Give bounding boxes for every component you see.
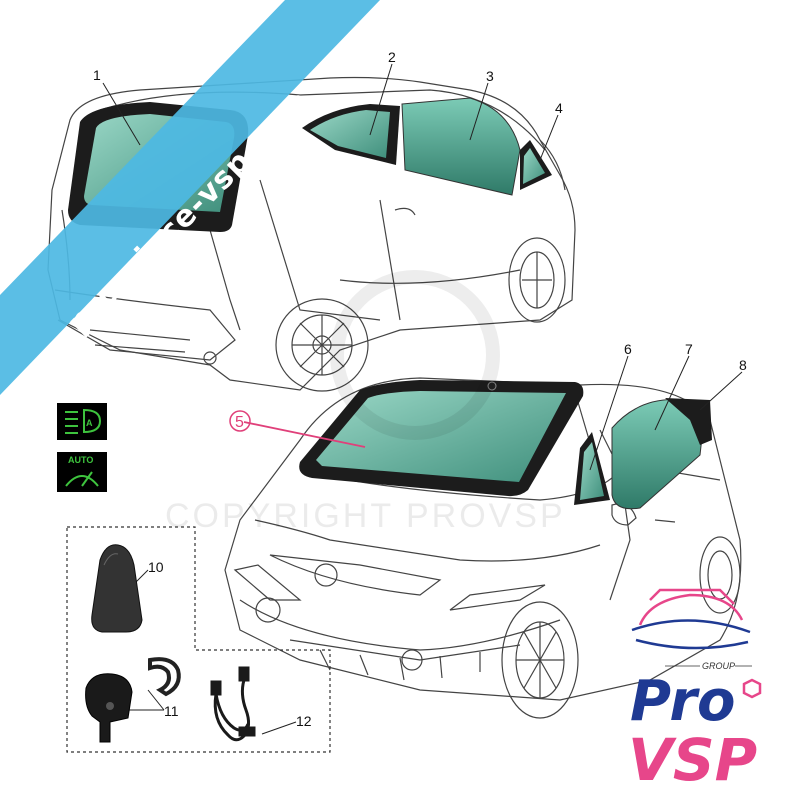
callout-11: 11 bbox=[164, 703, 179, 719]
callout-5: 5 bbox=[235, 414, 244, 431]
car-outline-logo-icon bbox=[631, 588, 751, 650]
callout-1: 1 bbox=[93, 67, 101, 83]
rear-car-drawing bbox=[47, 76, 576, 392]
accessory-parts-box bbox=[66, 526, 331, 753]
auto-headlight-icon: A bbox=[57, 403, 107, 440]
copyright-watermark: COPYRIGHT PROVSP bbox=[165, 270, 566, 535]
provsp-logo: GROUP Pro VSP bbox=[628, 588, 762, 794]
rain-sensor-11[interactable] bbox=[85, 657, 181, 743]
svg-text:A: A bbox=[86, 418, 93, 428]
copyright-text: COPYRIGHT PROVSP bbox=[165, 497, 566, 535]
callout-4: 4 bbox=[555, 100, 563, 116]
rear-quarter-glass-2[interactable] bbox=[302, 104, 400, 165]
sensor-cable-12[interactable] bbox=[210, 666, 256, 742]
callout-3: 3 bbox=[486, 68, 494, 84]
callout-8: 8 bbox=[739, 357, 747, 373]
callout-leaders bbox=[102, 63, 743, 735]
front-quarter-glass-6[interactable] bbox=[574, 432, 610, 505]
auto-wiper-label: AUTO bbox=[68, 455, 93, 465]
front-quarter-glass-4[interactable] bbox=[520, 140, 552, 190]
callout-7: 7 bbox=[685, 341, 693, 357]
callout-6: 6 bbox=[624, 341, 632, 357]
callout-10: 10 bbox=[148, 559, 164, 575]
sensor-cover-10[interactable] bbox=[91, 544, 143, 633]
door-glass-3[interactable] bbox=[401, 97, 521, 196]
logo-group-text: GROUP bbox=[702, 661, 735, 671]
callout-labels: 1 2 3 4 5 6 7 8 10 11 12 bbox=[93, 49, 747, 729]
callout-2: 2 bbox=[388, 49, 396, 65]
windscreen-5[interactable] bbox=[299, 380, 584, 497]
callout-leader-5 bbox=[229, 410, 366, 448]
logo-pro-text: Pro bbox=[630, 669, 735, 734]
auto-wiper-icon: AUTO bbox=[57, 452, 107, 492]
callout-12: 12 bbox=[296, 713, 312, 729]
logo-vsp-text: VSP bbox=[628, 726, 757, 794]
